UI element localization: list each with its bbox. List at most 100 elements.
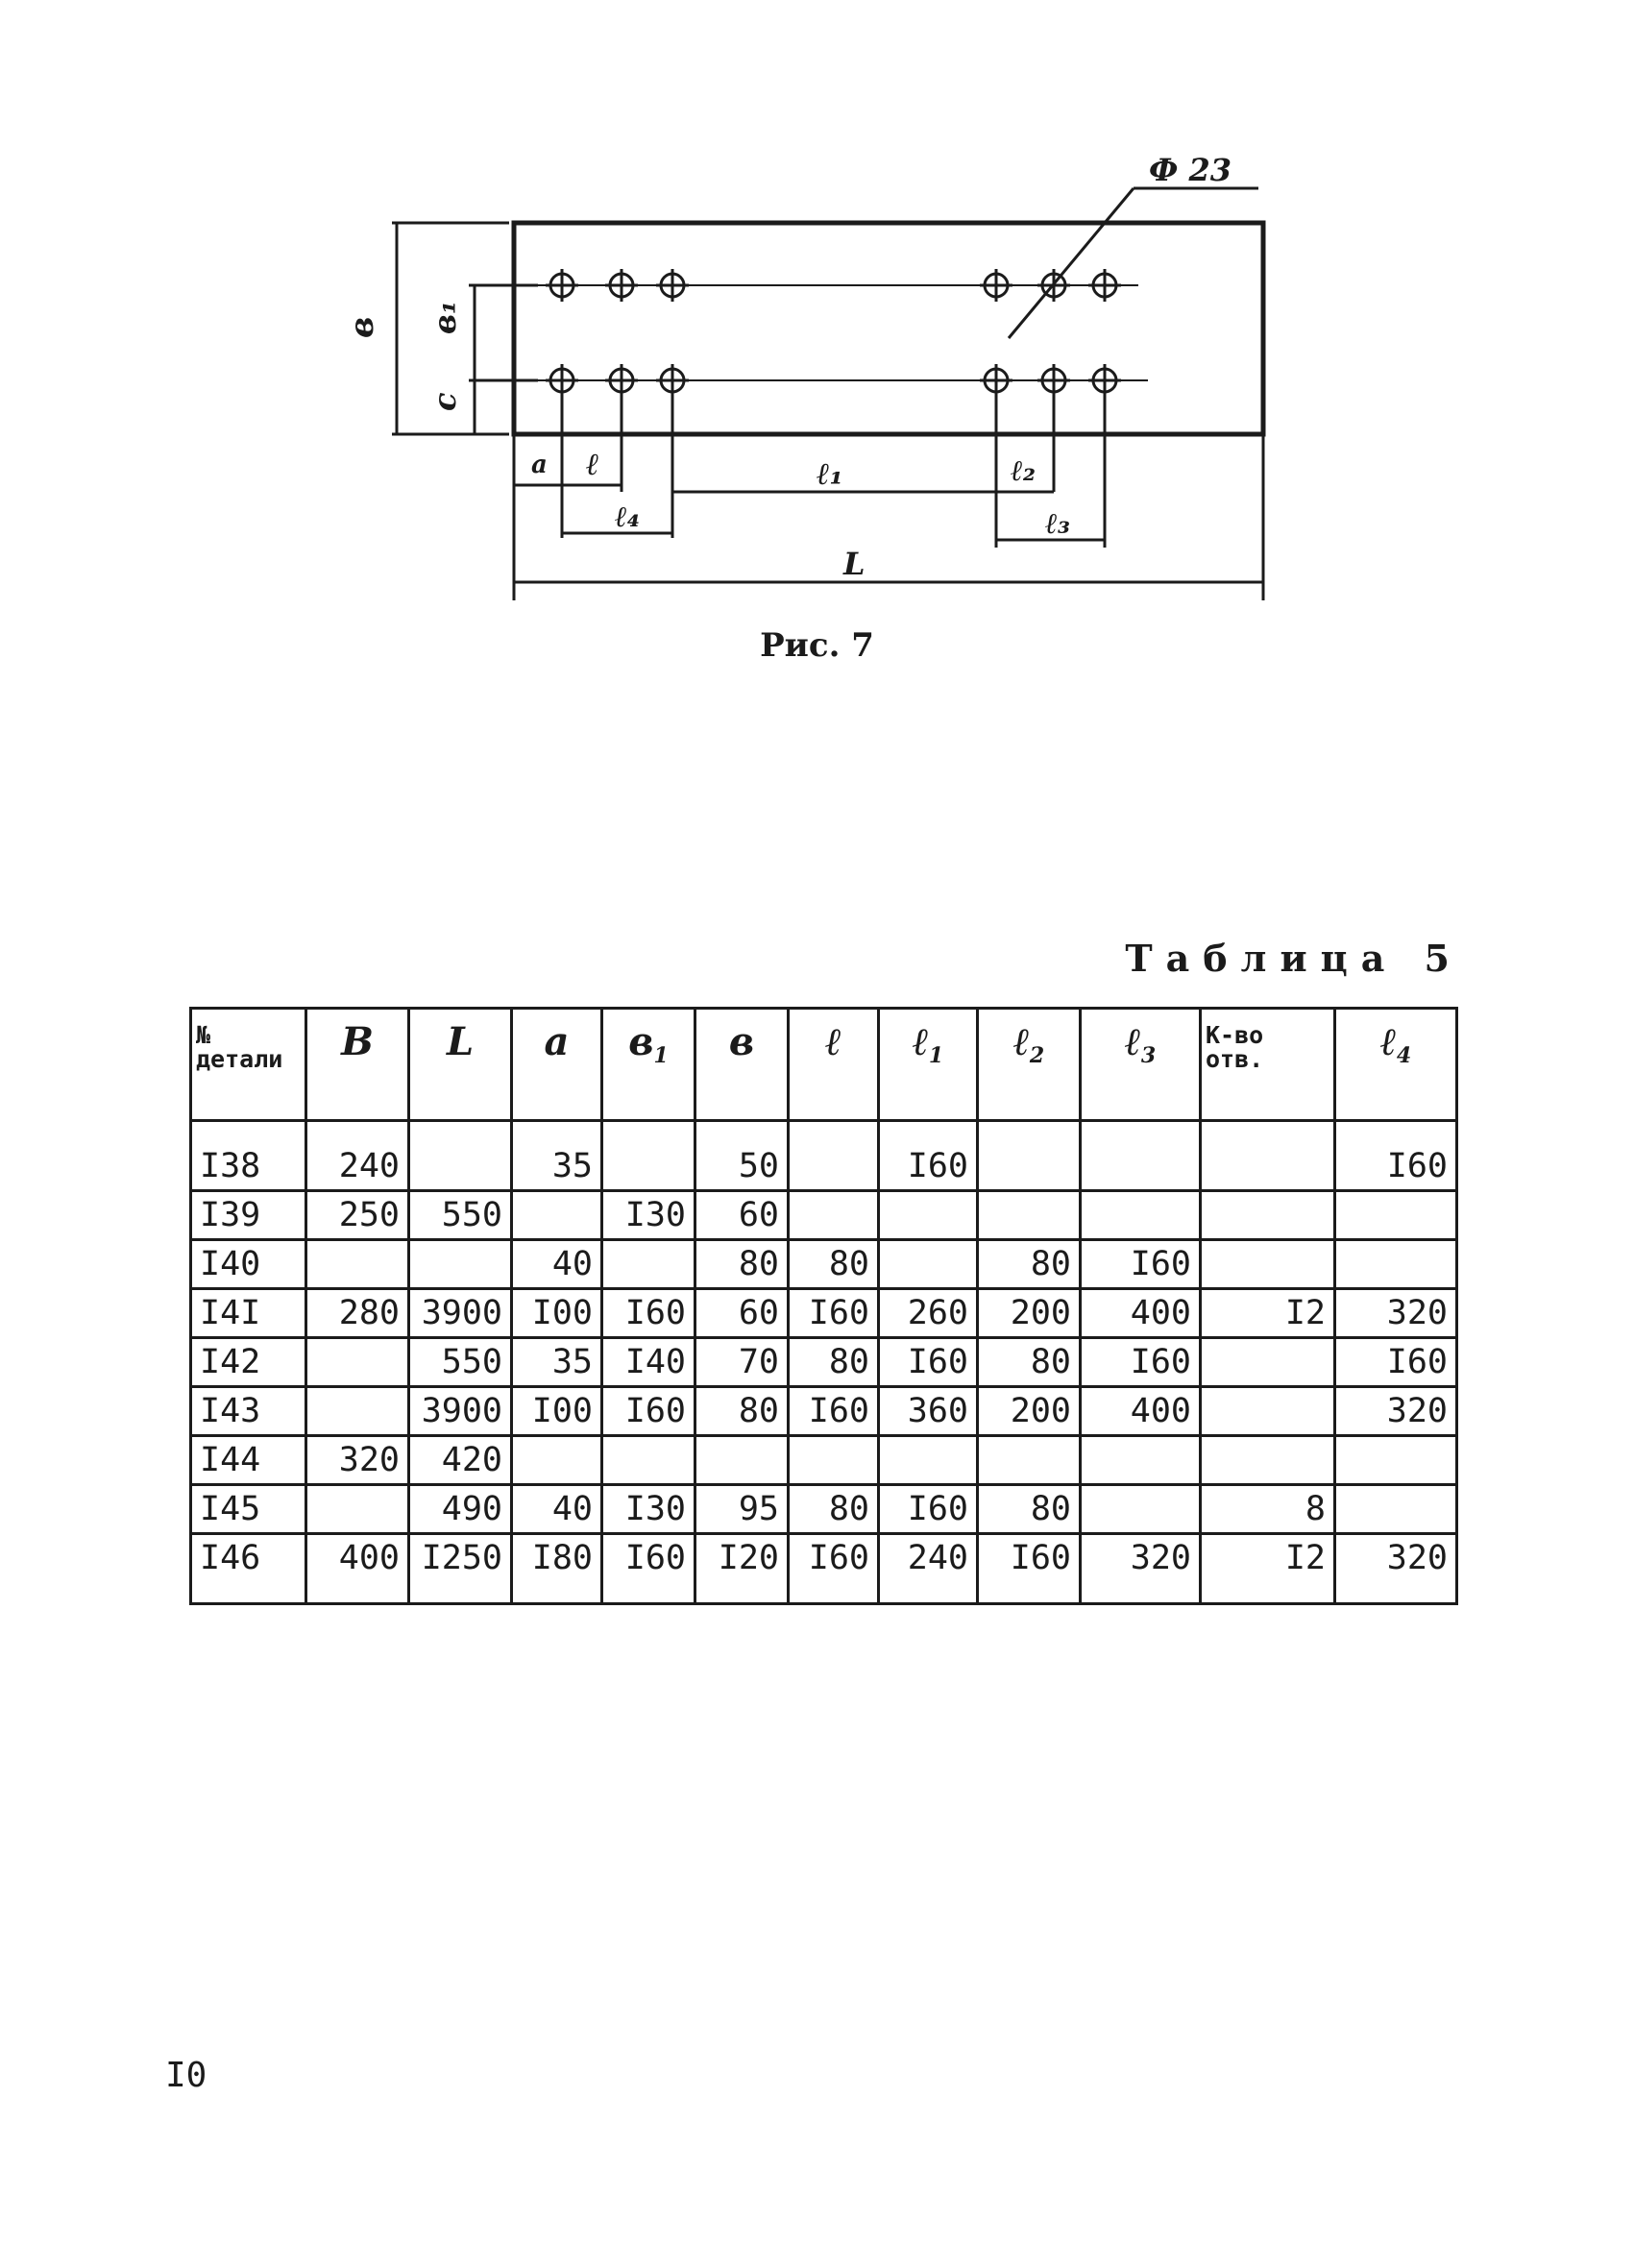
- table-cell: 80: [787, 1238, 880, 1290]
- header-l4: ℓ4: [1333, 1007, 1458, 1122]
- table-cell: I60: [1333, 1119, 1458, 1192]
- part-number-cell: I42: [189, 1336, 307, 1388]
- table-cell: 360: [877, 1385, 979, 1437]
- table-cell: [877, 1238, 979, 1290]
- part-number-cell: I44: [189, 1434, 307, 1486]
- table-cell: I60: [787, 1385, 880, 1437]
- figure-caption: Рис. 7: [760, 626, 874, 665]
- dim-L-label: L: [842, 546, 866, 582]
- table-cell: I250: [407, 1532, 513, 1605]
- table-cell: [305, 1385, 410, 1437]
- table-cell: [1199, 1238, 1336, 1290]
- table-cell: 8: [1199, 1483, 1336, 1535]
- table-cell: 80: [694, 1385, 790, 1437]
- table-cell: [1199, 1189, 1336, 1241]
- table-cell: 240: [305, 1119, 410, 1192]
- dim-c-label: с: [427, 393, 463, 411]
- table-cell: [305, 1336, 410, 1388]
- header-l2: ℓ2: [976, 1007, 1082, 1122]
- table-cell: 550: [407, 1336, 513, 1388]
- table-cell: I60: [1079, 1238, 1202, 1290]
- part-number-cell: I38: [189, 1119, 307, 1192]
- dim-l4-label: ℓ₄: [615, 500, 640, 534]
- table-cell: 200: [976, 1287, 1082, 1339]
- table-cell: 60: [694, 1189, 790, 1241]
- dim-l1-label: ℓ₁: [817, 455, 843, 492]
- table-cell: [305, 1483, 410, 1535]
- table-cell: [1333, 1238, 1458, 1290]
- table-cell: 70: [694, 1336, 790, 1388]
- header-part-no: № детали: [189, 1007, 307, 1122]
- table-cell: [1199, 1385, 1336, 1437]
- table-cell: I60: [1079, 1336, 1202, 1388]
- header-l: ℓ: [787, 1007, 880, 1122]
- table-cell: 550: [407, 1189, 513, 1241]
- dim-l3-label: ℓ₃: [1045, 507, 1070, 541]
- table-cell: [600, 1434, 696, 1486]
- table-cell: [1199, 1434, 1336, 1486]
- diameter-label: Ф 23: [1149, 152, 1232, 188]
- table-cell: I00: [510, 1385, 603, 1437]
- table-cell: 320: [1333, 1287, 1458, 1339]
- part-number-cell: I39: [189, 1189, 307, 1241]
- table-cell: I60: [600, 1287, 696, 1339]
- table-cell: [976, 1189, 1082, 1241]
- table-cell: 240: [877, 1532, 979, 1605]
- table-cell: I30: [600, 1189, 696, 1241]
- table-cell: 95: [694, 1483, 790, 1535]
- part-number-cell: I40: [189, 1238, 307, 1290]
- table-cell: 400: [305, 1532, 410, 1605]
- table-cell: 250: [305, 1189, 410, 1241]
- dim-l-label: ℓ: [586, 446, 599, 482]
- dim-b1-label: в₁: [427, 301, 463, 334]
- dimensions-table: № детали В L а в1 в ℓ ℓ1 ℓ2 ℓ3 К-во отв.…: [189, 1007, 1458, 1605]
- header-L: L: [407, 1007, 513, 1122]
- dim-b-label: в: [343, 317, 381, 338]
- table-cell: 490: [407, 1483, 513, 1535]
- plate-outline: [511, 220, 1266, 437]
- table-header-row: № детали В L а в1 в ℓ ℓ1 ℓ2 ℓ3 К-во отв.…: [189, 1007, 1458, 1122]
- table-cell: [1199, 1336, 1336, 1388]
- table-cell: [600, 1238, 696, 1290]
- table-cell: I60: [877, 1119, 979, 1192]
- table-cell: 320: [1333, 1385, 1458, 1437]
- table-cell: I40: [600, 1336, 696, 1388]
- table-cell: 400: [1079, 1385, 1202, 1437]
- table-cell: I60: [787, 1287, 880, 1339]
- table-cell: [1079, 1189, 1202, 1241]
- table-cell: [976, 1434, 1082, 1486]
- table-cell: 400: [1079, 1287, 1202, 1339]
- table-cell: [407, 1238, 513, 1290]
- part-number-cell: I45: [189, 1483, 307, 1535]
- table-cell: [1079, 1483, 1202, 1535]
- table-cell: I60: [976, 1532, 1082, 1605]
- table-cell: 80: [694, 1238, 790, 1290]
- header-holes: К-во отв.: [1199, 1007, 1336, 1122]
- table-cell: I60: [600, 1385, 696, 1437]
- table-cell: [407, 1119, 513, 1192]
- table-cell: 420: [407, 1434, 513, 1486]
- page-number: I0: [165, 2056, 207, 2095]
- dim-l2-label: ℓ₂: [1011, 454, 1036, 488]
- table-cell: [305, 1238, 410, 1290]
- header-l3: ℓ3: [1079, 1007, 1202, 1122]
- table-cell: 40: [510, 1483, 603, 1535]
- header-B: В: [305, 1007, 410, 1122]
- table-cell: [976, 1119, 1082, 1192]
- table-cell: [1079, 1434, 1202, 1486]
- technical-drawing: Ф 23 в в₁ с а ℓ ℓ₁ ℓ₂ ℓ₄ ℓ₃ L: [343, 152, 1266, 600]
- table-cell: 3900: [407, 1287, 513, 1339]
- table-cell: 35: [510, 1119, 603, 1192]
- table-cell: [600, 1119, 696, 1192]
- table-cell: 3900: [407, 1385, 513, 1437]
- table-cell: 320: [1333, 1532, 1458, 1605]
- part-number-cell: I4I: [189, 1287, 307, 1339]
- header-b: в: [694, 1007, 790, 1122]
- table-cell: [787, 1119, 880, 1192]
- table-cell: I60: [1333, 1336, 1458, 1388]
- table-cell: 60: [694, 1287, 790, 1339]
